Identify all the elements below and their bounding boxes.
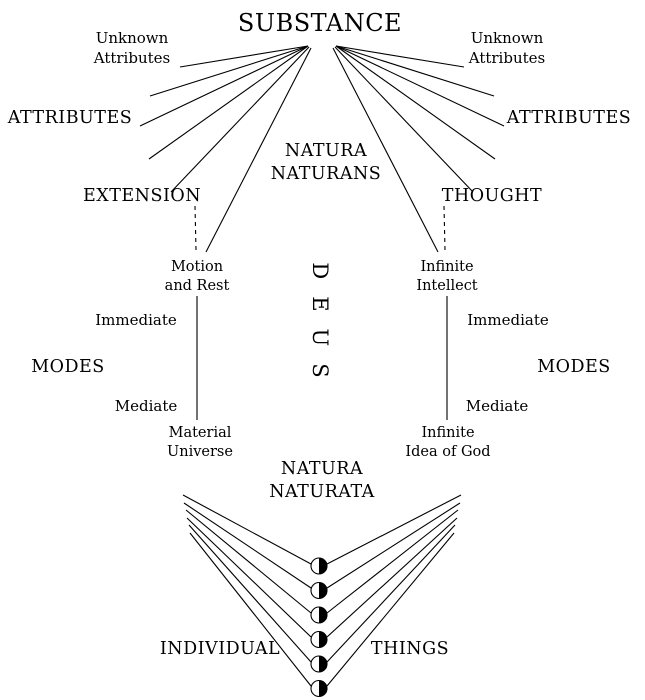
half-shaded-circle-icon [310, 606, 328, 624]
natura-naturans-line2: NATURANS [270, 163, 382, 184]
unknown-attributes-right-label: Unknown Attributes [469, 29, 545, 68]
unknown-attributes-right-line1: Unknown [470, 29, 544, 47]
infinite-intellect-line1: Infinite [420, 259, 474, 275]
infinite-idea-of-god-line1: Infinite [421, 425, 475, 441]
material-universe-line2: Universe [167, 443, 233, 460]
attributes-left-label: ATTRIBUTES [7, 108, 133, 128]
deus-label: DEUS [308, 262, 332, 395]
modes-left-label: MODES [31, 357, 105, 377]
naturata-fan-right [326, 494, 462, 687]
infinite-intellect-line2: Intellect [416, 277, 478, 294]
substance-fan-left [139, 45, 312, 253]
infinite-intellect-label: Infinite Intellect [416, 258, 477, 296]
half-shaded-circle-icon [310, 581, 328, 600]
thought-label: THOUGHT [441, 186, 543, 206]
individual-things-column [310, 557, 328, 698]
individual-label: INDIVIDUAL [159, 639, 281, 659]
natura-naturans-label: NATURA NATURANS [271, 140, 382, 186]
substance-label: SUBSTANCE [237, 9, 403, 37]
natura-naturans-line1: NATURA [284, 141, 368, 161]
half-shaded-circle-icon [310, 557, 328, 575]
motion-and-rest-line2: and Rest [164, 277, 230, 294]
immediate-left-label: Immediate [95, 311, 177, 329]
dashed-link-thought-intellect [443, 205, 446, 251]
naturata-fan-left [182, 494, 312, 687]
mediate-right-label: Mediate [465, 397, 529, 415]
things-label: THINGS [370, 639, 450, 659]
half-shaded-circle-icon [310, 630, 328, 649]
mediate-left-label: Mediate [114, 397, 178, 415]
natura-naturata-line1: NATURA [280, 459, 364, 479]
attributes-right-label: ATTRIBUTES [506, 108, 632, 128]
dashed-link-extension-motion [194, 205, 197, 251]
infinite-idea-of-god-line2: Idea of God [405, 443, 491, 460]
motion-and-rest-line1: Motion [170, 259, 224, 275]
substance-fan-right [332, 45, 505, 253]
extension-label: EXTENSION [82, 186, 202, 206]
unknown-attributes-right-line2: Attributes [468, 48, 546, 67]
natura-naturata-line2: NATURATA [269, 481, 375, 502]
modes-right-label: MODES [537, 357, 611, 377]
unknown-attributes-left-line2: Attributes [93, 48, 171, 67]
natura-naturata-label: NATURA NATURATA [269, 458, 375, 504]
motion-and-rest-label: Motion and Rest [165, 258, 230, 296]
material-universe-label: Material Universe [167, 424, 233, 462]
unknown-attributes-left-line1: Unknown [95, 29, 169, 47]
infinite-idea-of-god-label: Infinite Idea of God [405, 424, 490, 462]
unknown-attributes-left-label: Unknown Attributes [94, 29, 170, 68]
material-universe-line1: Material [168, 425, 232, 441]
half-shaded-circle-icon [310, 655, 328, 673]
immediate-right-label: Immediate [467, 311, 549, 329]
half-shaded-circle-icon [310, 679, 328, 698]
